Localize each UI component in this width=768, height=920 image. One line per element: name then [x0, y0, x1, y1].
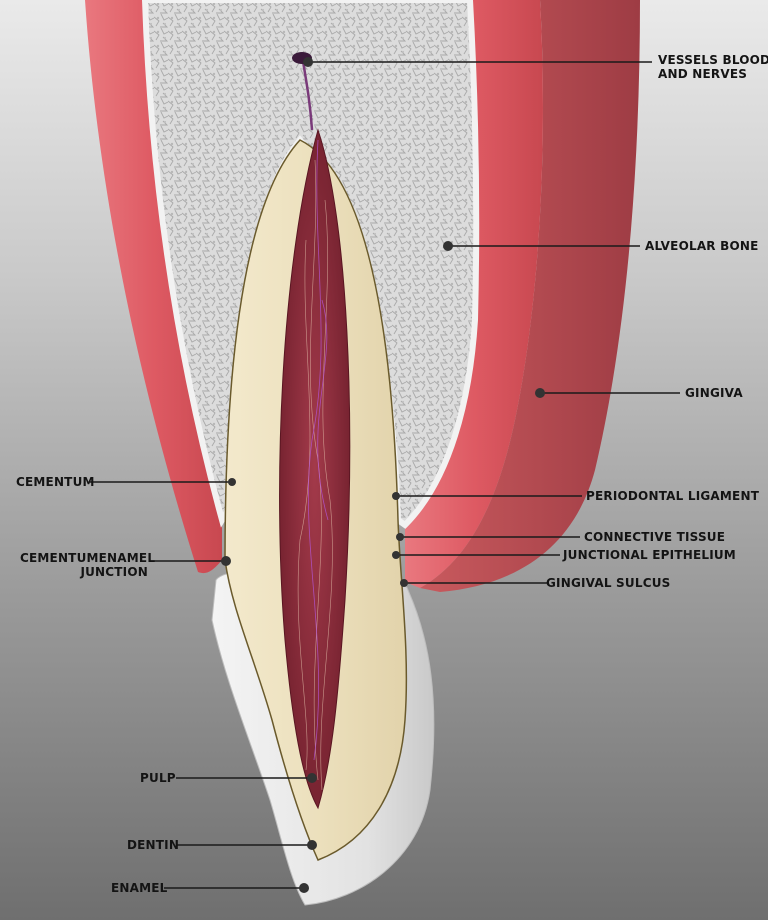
marker-alveolar-bone	[443, 241, 453, 251]
marker-gingiva	[535, 388, 545, 398]
label-vessels-line2: AND NERVES	[658, 67, 748, 81]
gingiva-left	[85, 0, 222, 574]
marker-cementum	[228, 478, 236, 486]
label-pulp: PULP	[140, 771, 176, 785]
label-vessels-line1: VESSELS BLOOD	[658, 53, 768, 67]
pulp-shape	[279, 128, 351, 810]
marker-dentin	[307, 840, 317, 850]
label-alveolar-bone: ALVEOLAR BONE	[645, 239, 759, 253]
marker-vessels	[303, 57, 313, 67]
gingiva-right	[420, 0, 640, 592]
label-cej-line2: JUNCTION	[80, 565, 148, 579]
label-gingival-sulcus: GINGIVAL SULCUS	[546, 576, 671, 590]
gingiva-right-inner	[405, 0, 543, 588]
label-junctional-epithelium: JUNCTIONAL EPITHELIUM	[563, 548, 736, 562]
marker-periodontal-ligament	[392, 492, 400, 500]
label-cej-line1: CEMENTUMENAMEL	[20, 551, 156, 565]
marker-connective-tissue	[396, 533, 404, 541]
marker-gingival-sulcus	[400, 579, 408, 587]
label-connective-tissue: CONNECTIVE TISSUE	[584, 530, 726, 544]
marker-pulp	[307, 773, 317, 783]
marker-cej	[221, 556, 231, 566]
marker-enamel	[299, 883, 309, 893]
label-dentin: DENTIN	[127, 838, 180, 852]
label-enamel: ENAMEL	[111, 881, 168, 895]
label-gingiva: GINGIVA	[685, 386, 743, 400]
label-cementum: CEMENTUM	[16, 475, 95, 489]
label-periodontal-ligament: PERIODONTAL LIGAMENT	[586, 489, 760, 503]
marker-junctional-epithelium	[392, 551, 400, 559]
